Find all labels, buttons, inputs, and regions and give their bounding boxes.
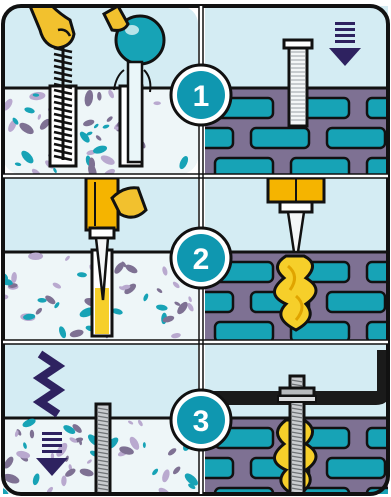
brick-cell bbox=[327, 128, 385, 148]
speckle bbox=[153, 101, 160, 105]
step-badge-3: 3 bbox=[171, 390, 231, 450]
step-number-3: 3 bbox=[193, 405, 210, 438]
step-number-2: 2 bbox=[193, 243, 210, 276]
step-number-1: 1 bbox=[193, 80, 210, 113]
threaded-rod-icon bbox=[96, 404, 110, 497]
panel-1-left bbox=[1, 6, 198, 180]
step-badge-2: 2 bbox=[171, 228, 231, 288]
resin-bulge-icon bbox=[274, 256, 316, 330]
mesh-sleeve-icon bbox=[284, 40, 312, 126]
step-badge-1: 1 bbox=[171, 65, 231, 125]
brick-cell bbox=[215, 322, 273, 342]
panel-2-left bbox=[0, 178, 198, 342]
brick-cell bbox=[251, 128, 309, 148]
brick-cell bbox=[327, 292, 385, 312]
brick-cell bbox=[327, 458, 385, 478]
nut-icon bbox=[278, 388, 316, 402]
